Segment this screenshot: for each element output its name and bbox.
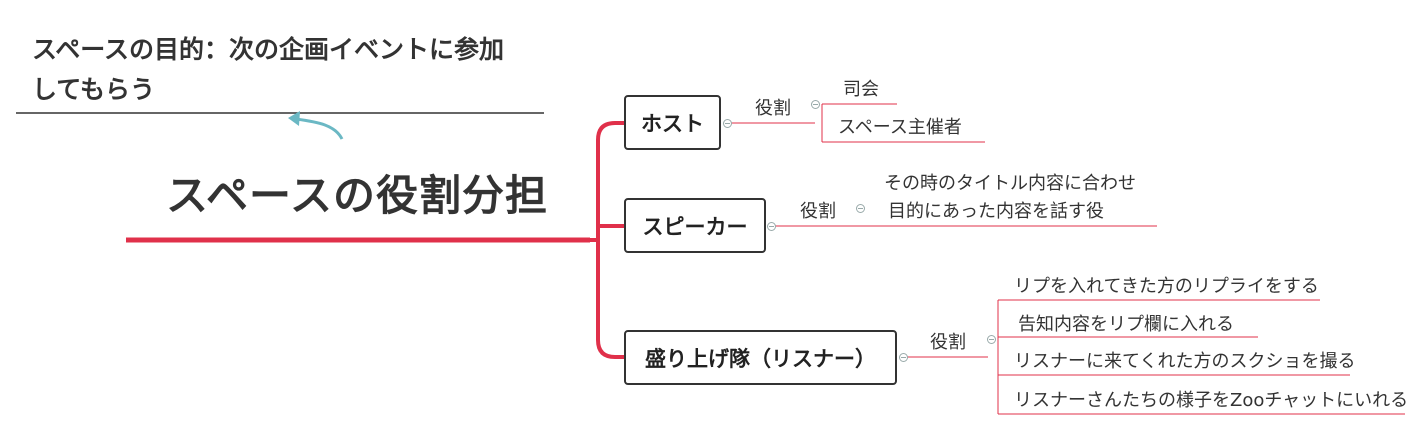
note-link-arrow bbox=[295, 117, 344, 140]
relation-label-speaker: 役割 bbox=[800, 201, 836, 222]
purpose-note-line1: スペースの目的：次の企画イベントに参加 bbox=[32, 35, 505, 64]
collapse-toggle-icon[interactable] bbox=[811, 100, 820, 109]
collapse-toggle-icon[interactable] bbox=[856, 204, 865, 213]
subtopic-host-1[interactable]: 司会 bbox=[843, 79, 879, 100]
subtopic-listeners-2[interactable]: 告知内容をリプ欄に入れる bbox=[1018, 314, 1234, 335]
topic-listeners[interactable]: 盛り上げ隊（リスナー） bbox=[624, 330, 897, 385]
subtopic-listeners-3[interactable]: リスナーに来てくれた方のスクショを撮る bbox=[1014, 351, 1356, 372]
purpose-note[interactable]: スペースの目的：次の企画イベントに参加 してもらう bbox=[32, 30, 552, 110]
relation-label-listeners: 役割 bbox=[930, 332, 966, 353]
topic-speaker[interactable]: スピーカー bbox=[624, 198, 766, 253]
subtopic-speaker-line2[interactable]: 目的にあった内容を話す役 bbox=[888, 201, 1104, 222]
subtopic-listeners-4[interactable]: リスナーさんたちの様子をZooチャットにいれる bbox=[1014, 390, 1409, 411]
collapse-toggle-icon[interactable] bbox=[723, 119, 732, 128]
note-link-arrowhead bbox=[288, 111, 300, 126]
subtopic-listeners-1[interactable]: リプを入れてきた方のリプライをする bbox=[1014, 276, 1319, 297]
relation-label-host: 役割 bbox=[755, 98, 791, 119]
central-topic[interactable]: スペースの役割分担 bbox=[166, 171, 548, 220]
collapse-toggle-icon[interactable] bbox=[767, 222, 776, 231]
subtopic-speaker-line1[interactable]: その時のタイトル内容に合わせ bbox=[884, 173, 1136, 194]
collapse-toggle-icon[interactable] bbox=[899, 353, 908, 362]
purpose-note-line2: してもらう bbox=[32, 75, 156, 104]
topic-host[interactable]: ホスト bbox=[624, 95, 721, 150]
collapse-toggle-icon[interactable] bbox=[987, 335, 996, 344]
trunk-line bbox=[590, 121, 625, 359]
subtopic-host-2[interactable]: スペース主催者 bbox=[838, 117, 962, 138]
